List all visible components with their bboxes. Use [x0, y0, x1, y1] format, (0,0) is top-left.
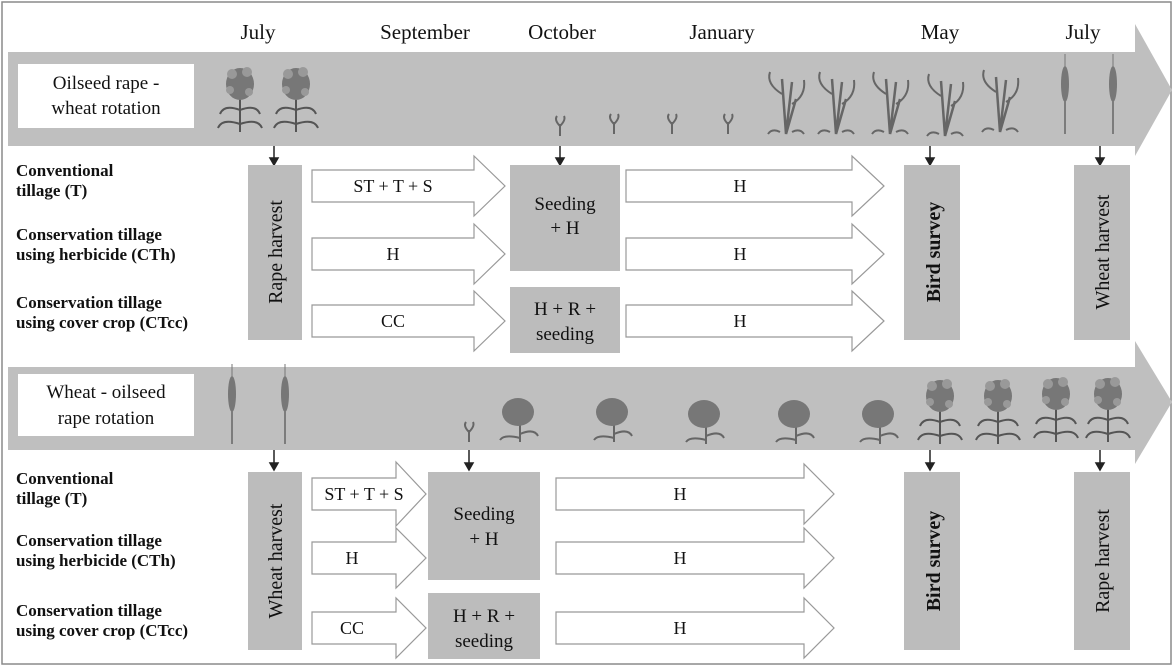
treatment-label: using cover crop (CTcc): [16, 313, 188, 332]
treatment-label: Conservation tillage: [16, 531, 162, 550]
event-markers: [268, 146, 1106, 167]
rotation-label-box: [18, 374, 194, 436]
seeding-box: [510, 165, 620, 271]
bird-survey-label: Bird survey: [923, 202, 945, 303]
autumn-op-label: ST + T + S: [324, 484, 403, 504]
winter-operation-arrows: [625, 154, 885, 353]
treatment-label: tillage (T): [16, 181, 87, 200]
bird-survey-box: [904, 472, 960, 650]
month-label: October: [528, 20, 596, 44]
autumn-op-label: CC: [340, 618, 364, 638]
harvest-end-box: [1074, 165, 1130, 340]
month-label: September: [380, 20, 470, 44]
winter-op-label: H: [674, 548, 687, 568]
month-label: July: [1065, 20, 1101, 44]
rotation-label-line2: rape rotation: [58, 408, 155, 429]
harvest-start-label: Wheat harvest: [265, 503, 287, 618]
rotation-label-line2: wheat rotation: [51, 98, 161, 119]
autumn-op-label: ST + T + S: [353, 176, 432, 196]
harvest-start-label: Rape harvest: [265, 200, 287, 304]
cover-crop-seeding-box: [510, 287, 620, 353]
harvest-end-box: [1074, 472, 1130, 650]
autumn-op-label: H: [346, 548, 359, 568]
cc-box-line1: H + R +: [453, 606, 515, 627]
seeding-box-line1: Seeding: [453, 504, 515, 525]
winter-op-label: H: [674, 618, 687, 638]
winter-op-label: H: [674, 484, 687, 504]
winter-op-label: H: [734, 311, 747, 331]
harvest-start-box: [248, 165, 302, 340]
treatment-label: Conservation tillage: [16, 601, 162, 620]
treatment-label: tillage (T): [16, 489, 87, 508]
autumn-op-label: H: [387, 244, 400, 264]
treatment-label: Conventional: [16, 161, 114, 180]
treatment-label: using herbicide (CTh): [16, 245, 176, 264]
month-axis: July September October January May July: [240, 20, 1101, 44]
autumn-operation-arrows: [311, 154, 506, 353]
cc-box-line2: seeding: [455, 631, 514, 652]
treatment-label: Conservation tillage: [16, 225, 162, 244]
treatment-label: using cover crop (CTcc): [16, 621, 188, 640]
rotation-label-line1: Oilseed rape -: [53, 73, 160, 94]
section-wheat-oilseed-rape: Wheat - oilseed rape rotation: [8, 341, 1172, 660]
cover-crop-seeding-box: [428, 593, 540, 659]
harvest-end-label: Rape harvest: [1092, 509, 1114, 613]
seeding-box-line1: Seeding: [534, 194, 596, 215]
autumn-op-label: CC: [381, 311, 405, 331]
bird-survey-label: Bird survey: [923, 511, 945, 612]
treatment-label: Conservation tillage: [16, 293, 162, 312]
month-label: May: [921, 20, 960, 44]
treatment-label: Conventional: [16, 469, 114, 488]
rotation-label-line1: Wheat - oilseed: [46, 382, 166, 403]
harvest-end-label: Wheat harvest: [1092, 194, 1114, 309]
cc-box-line2: seeding: [536, 324, 595, 345]
seeding-box-line2: + H: [469, 529, 498, 550]
winter-operation-arrows: [555, 462, 835, 660]
month-label: July: [240, 20, 276, 44]
harvest-start-box: [248, 472, 302, 650]
treatment-label: using herbicide (CTh): [16, 551, 176, 570]
winter-op-label: H: [734, 244, 747, 264]
seeding-box: [428, 472, 540, 580]
autumn-operation-arrows: [311, 460, 427, 660]
winter-op-label: H: [734, 176, 747, 196]
bird-survey-box: [904, 165, 960, 340]
event-markers: [268, 450, 1106, 472]
month-label: January: [689, 20, 755, 44]
rotation-label-box: [18, 64, 194, 128]
section-oilseed-rape-wheat: Oilseed rape - wheat rotation: [8, 24, 1172, 353]
seeding-box-line2: + H: [550, 218, 579, 239]
cc-box-line1: H + R +: [534, 299, 596, 320]
